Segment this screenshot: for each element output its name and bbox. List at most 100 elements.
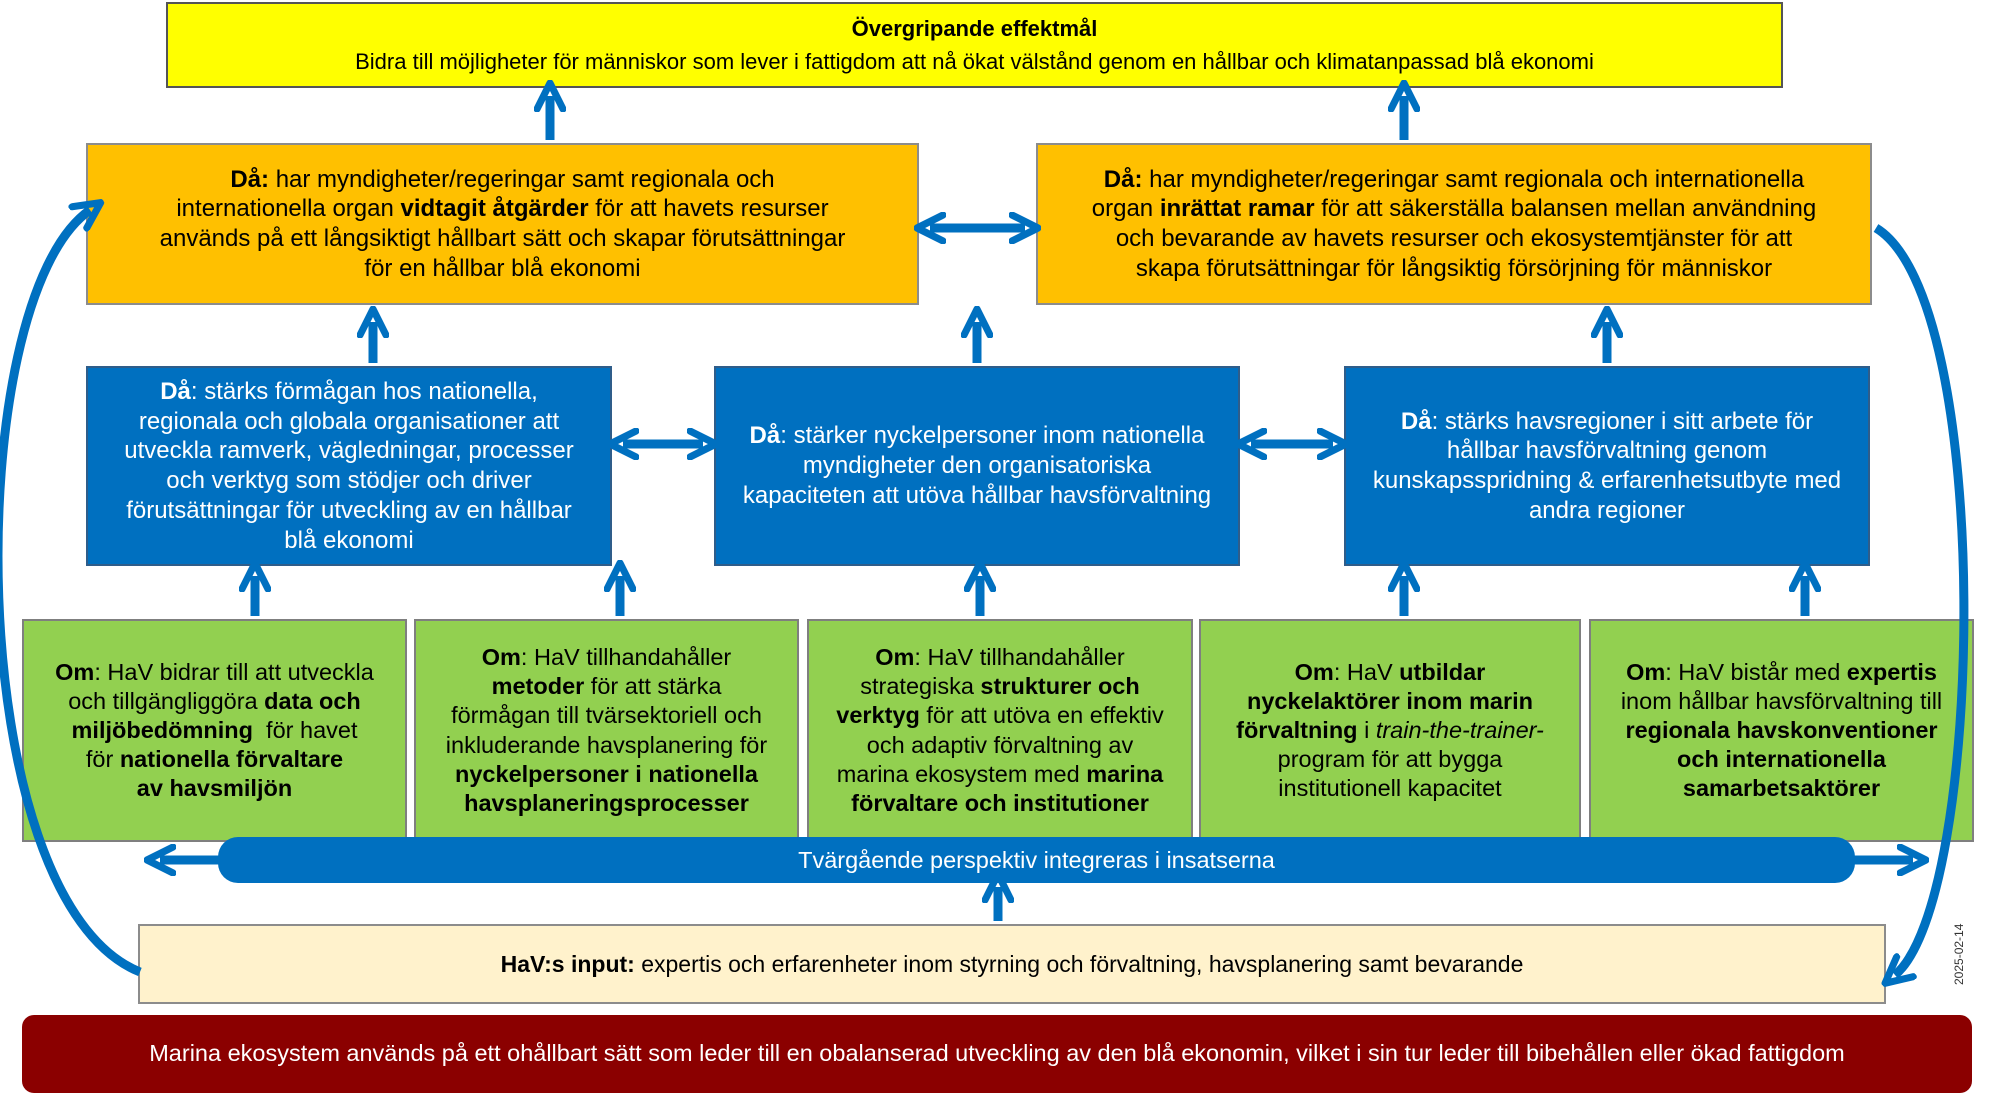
text-line: myndigheter den organisatoriska — [803, 451, 1151, 481]
text-segment: för att stärka — [584, 673, 722, 700]
text-line: används på ett långsiktigt hållbart sätt… — [160, 224, 846, 254]
text-segment: Då — [160, 377, 191, 405]
text-line: Om: HaV bidrar till att utveckla — [55, 658, 374, 687]
text-segment: institutionell kapacitet — [1278, 775, 1502, 802]
text-line: och bevarande av havets resurser och eko… — [1116, 224, 1792, 254]
text-line: förvaltning i train-the-trainer- — [1236, 716, 1544, 745]
text-line: utveckla ramverk, vägledningar, processe… — [124, 436, 574, 466]
intermediate-box-left: Då: stärks förmågan hos nationella,regio… — [86, 366, 612, 566]
text-segment: vidtagit åtgärder — [400, 195, 589, 223]
text-segment: strategiska — [860, 673, 981, 700]
text-segment: och internationella — [1677, 746, 1886, 773]
text-line: för en hållbar blå ekonomi — [364, 254, 640, 284]
text-segment: för att utöva en effektiv — [919, 702, 1164, 729]
goal-title: Övergripande effektmål — [851, 15, 1098, 41]
input-label: HaV:s input: — [500, 950, 635, 977]
text-line: program för att bygga — [1278, 745, 1503, 774]
text-line: Om: HaV tillhandahåller — [482, 643, 732, 672]
text-segment: förmågan till tvärsektoriell och — [451, 702, 762, 729]
text-line: och internationella — [1677, 745, 1886, 774]
text-segment: och verktyg som stödjer och driver — [166, 467, 532, 494]
text-line: skapa förutsättningar för långsiktig för… — [1136, 254, 1772, 284]
text-segment: har myndigheter/regeringar samt regional… — [269, 165, 775, 193]
text-segment: blå ekonomi — [284, 526, 414, 554]
text-segment: Om — [55, 658, 95, 685]
problem-box: Marina ekosystem används på ett ohållbar… — [22, 1015, 1972, 1093]
text-line: och tillgängliggöra data och — [68, 687, 361, 716]
text-line: hållbar havsförvaltning genom — [1447, 436, 1767, 466]
text-segment: och adaptiv förvaltning av — [866, 731, 1134, 758]
text-segment: : stärker nyckelpersoner inom nationella — [780, 422, 1205, 450]
text-line: förmågan till tvärsektoriell och — [451, 701, 762, 730]
intermediate-box-right: Då: stärks havsregioner i sitt arbete fö… — [1344, 366, 1870, 566]
text-segment: förvaltning — [1236, 716, 1358, 743]
text-segment: används på ett långsiktigt hållbart sätt… — [159, 225, 846, 252]
text-segment: för en hållbar blå ekonomi — [364, 254, 641, 282]
text-line: kapaciteten att utöva hållbar havsförval… — [743, 481, 1211, 511]
outcome-box-left: Då: har myndigheter/regeringar samt regi… — [86, 143, 919, 305]
text-segment: kapaciteten att utöva hållbar havsförval… — [742, 481, 1212, 509]
text-segment: miljöbedömning — [71, 716, 253, 743]
input-box: HaV:s input: expertis och erfarenheter i… — [138, 924, 1886, 1004]
text-line: marina ekosystem med marina — [837, 760, 1164, 789]
text-line: Om: HaV tillhandahåller — [875, 643, 1125, 672]
text-segment: samarbetsaktörer — [1682, 775, 1881, 802]
text-line: förvaltare och institutioner — [851, 789, 1149, 818]
text-line: regionala havskonventioner — [1625, 716, 1937, 745]
text-segment: : HaV — [1333, 658, 1400, 685]
text-segment: strukturer och — [980, 673, 1140, 700]
text-segment: train-the-trainer- — [1375, 716, 1544, 743]
text-segment: Om — [1294, 658, 1334, 685]
text-segment: Då: — [230, 165, 270, 193]
text-segment: verktyg — [836, 702, 920, 729]
text-line: regionala och globala organisationer att — [139, 407, 559, 437]
text-segment: regionala havskonventioner — [1625, 716, 1938, 743]
crosscutting-text: Tvärgående perspektiv integreras i insat… — [798, 846, 1275, 873]
text-segment: program för att bygga — [1277, 746, 1503, 773]
text-segment: inom hållbar havsförvaltning till — [1620, 687, 1943, 714]
text-line: blå ekonomi — [284, 526, 413, 556]
crosscutting-bar: Tvärgående perspektiv integreras i insat… — [218, 837, 1855, 883]
text-line: Då: stärker nyckelpersoner inom nationel… — [750, 421, 1205, 451]
text-segment: : stärks förmågan hos nationella, — [190, 377, 538, 405]
text-segment: nyckelaktörer inom marin — [1246, 687, 1534, 714]
text-line: Om: HaV utbildar — [1295, 658, 1486, 687]
text-segment: har myndigheter/regeringar samt regional… — [1142, 165, 1805, 193]
text-segment: för att säkerställa balansen mellan anvä… — [1314, 195, 1817, 223]
text-segment: andra regioner — [1528, 496, 1686, 524]
text-line: inom hållbar havsförvaltning till — [1621, 687, 1942, 716]
text-segment: för att havets resurser — [588, 195, 829, 223]
text-segment: : stärks havsregioner i sitt arbete för — [1431, 407, 1814, 435]
text-segment: marina — [1086, 760, 1164, 787]
text-line: nyckelaktörer inom marin — [1247, 687, 1533, 716]
text-segment: inrättat ramar — [1159, 195, 1315, 223]
text-segment: regionala och globala organisationer att — [138, 407, 560, 435]
text-line: Då: stärks havsregioner i sitt arbete fö… — [1401, 407, 1813, 437]
goal-box: Övergripande effektmål Bidra till möjlig… — [166, 2, 1783, 88]
problem-text: Marina ekosystem används på ett ohållbar… — [149, 1040, 1845, 1067]
input-text: expertis och erfarenheter inom styrning … — [634, 950, 1524, 977]
text-line: för nationella förvaltare — [86, 745, 343, 774]
text-segment: för havet — [252, 716, 358, 743]
text-line: strategiska strukturer och — [860, 672, 1140, 701]
text-line: inkluderande havsplanering för — [446, 731, 767, 760]
text-segment: havsplaneringsprocesser — [464, 789, 749, 816]
text-line: Då: har myndigheter/regeringar samt regi… — [1104, 165, 1804, 195]
date-stamp: 2025-02-14 — [1952, 923, 1966, 985]
intermediate-box-center: Då: stärker nyckelpersoner inom nationel… — [714, 366, 1240, 566]
text-line: kunskapsspridning & erfarenhetsutbyte me… — [1373, 466, 1841, 496]
text-segment: nyckelpersoner i nationella — [455, 760, 758, 787]
text-segment: expertis — [1846, 658, 1937, 685]
text-segment: : HaV bistår med — [1665, 658, 1847, 685]
text-segment: : HaV tillhandahåller — [914, 644, 1125, 671]
text-segment: : HaV bidrar till att utveckla — [94, 658, 374, 685]
text-line: metoder för att stärka — [492, 672, 722, 701]
text-segment: Om — [481, 644, 521, 671]
text-line: och verktyg som stödjer och driver — [166, 466, 531, 496]
text-segment: Om — [1626, 658, 1666, 685]
text-line: internationella organ vidtagit åtgärder … — [176, 194, 828, 224]
